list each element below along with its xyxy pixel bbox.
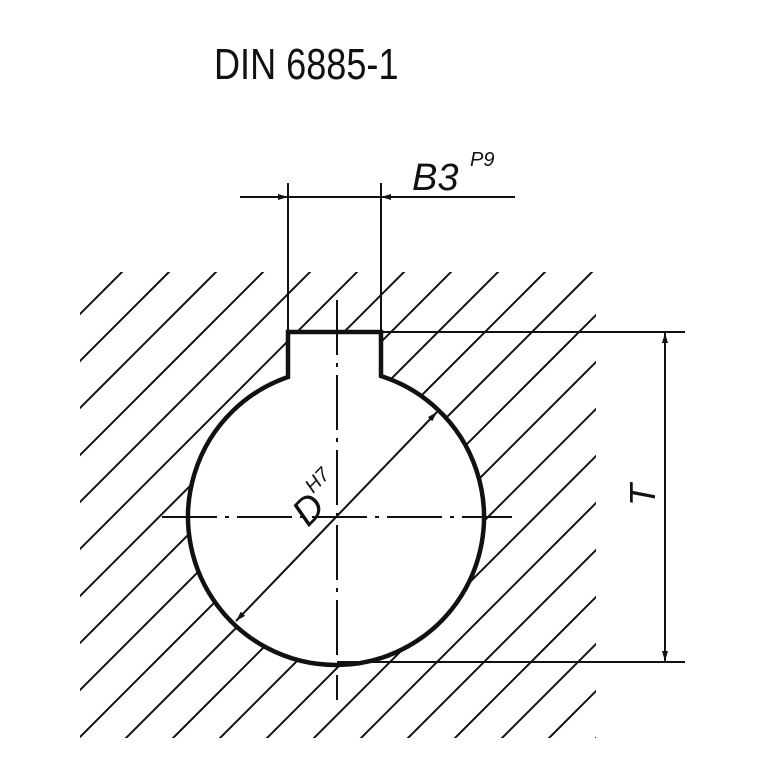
bore-outline [185, 329, 487, 668]
hatch-line [251, 272, 596, 738]
hatch-line [157, 272, 596, 738]
hatch-line [80, 272, 596, 738]
hatch-line [533, 272, 596, 738]
b3-label: B3 [412, 157, 458, 199]
hatch-line [110, 272, 596, 738]
hatch-line [345, 272, 596, 738]
hatch-line [80, 272, 348, 738]
hatch-line [80, 272, 536, 738]
hatch-line [80, 272, 301, 738]
hatch-line [80, 272, 596, 738]
d-arrow-lower [235, 514, 339, 622]
hatch-line [80, 272, 489, 738]
hatch-line [80, 272, 395, 738]
drawing-title: DIN 6885-1 [214, 40, 399, 89]
t-label: T [622, 481, 663, 506]
hatch-line [580, 272, 596, 738]
hatch-line [486, 272, 596, 738]
hatch-line [204, 272, 596, 738]
b3-tolerance: P9 [470, 149, 494, 171]
hatch-line [80, 272, 442, 738]
hatch-line [439, 272, 596, 738]
hatch-line [80, 272, 596, 738]
hatch-line [80, 272, 583, 738]
hatch-line [392, 272, 596, 738]
d-arrow-upper [337, 411, 438, 516]
hatch-line [298, 272, 596, 738]
